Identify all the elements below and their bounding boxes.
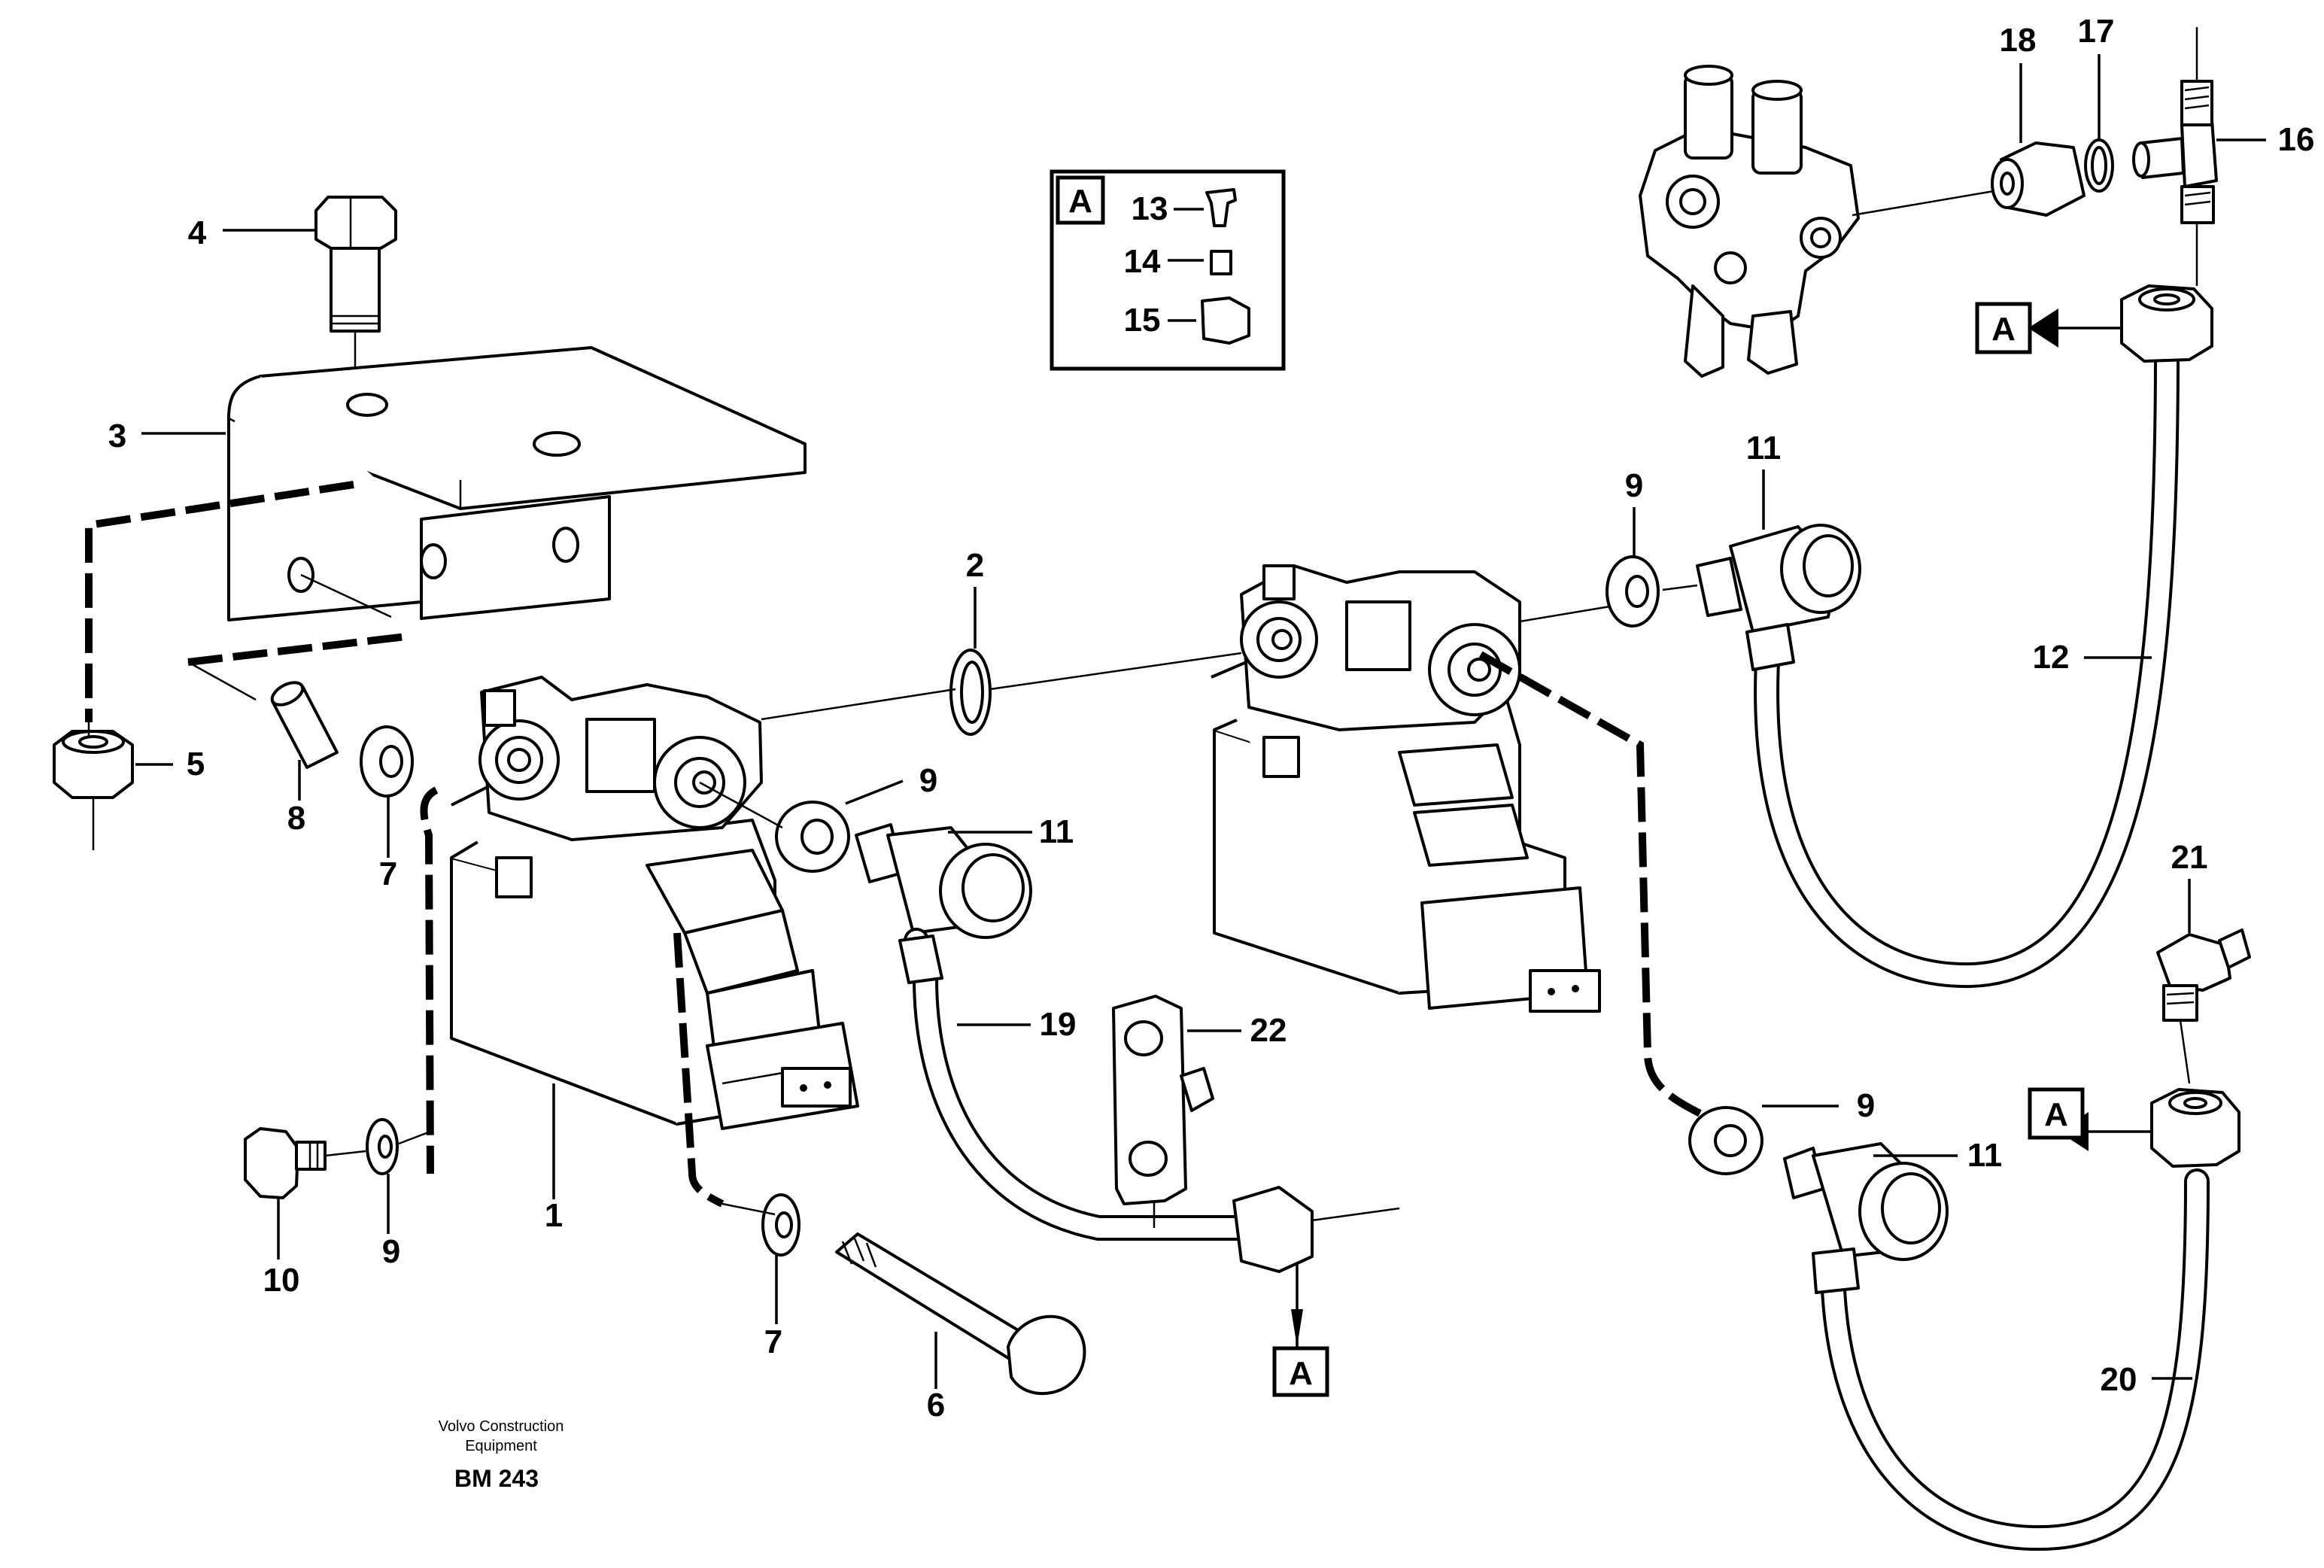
diagram-code: BM 243 bbox=[454, 1465, 539, 1492]
hose-12: 12 A bbox=[1745, 284, 2213, 989]
label-7-lower: 7 bbox=[764, 1323, 782, 1360]
label-4: 4 bbox=[188, 214, 207, 251]
nut-15 bbox=[1201, 296, 1250, 345]
label-2: 2 bbox=[966, 547, 984, 584]
detail-marker-box-hose19 bbox=[1272, 1346, 1329, 1397]
washer-9-left-valve: 9 bbox=[699, 762, 937, 873]
washer-9-lower-right: 9 bbox=[1688, 1087, 1875, 1175]
label-18: 18 bbox=[2000, 22, 2037, 59]
label-11-b: 11 bbox=[1746, 430, 1782, 466]
label-22: 22 bbox=[1250, 1012, 1287, 1049]
washer-7-upper: 7 bbox=[360, 725, 414, 892]
label-1: 1 bbox=[545, 1197, 563, 1234]
inset-detail-a: A 13 14 15 bbox=[1050, 169, 1286, 371]
detail-marker-label: A bbox=[1068, 183, 1092, 220]
label-9-b: 9 bbox=[919, 762, 937, 799]
sleeve-14 bbox=[1210, 250, 1232, 275]
spacer-8: 8 bbox=[270, 681, 339, 837]
tee-fitting-16: 16 bbox=[2132, 27, 2315, 286]
washer-7-lower: 7 bbox=[722, 1193, 800, 1360]
label-16: 16 bbox=[2278, 121, 2315, 158]
label-9-c: 9 bbox=[1625, 467, 1643, 504]
washer-9-upper-right: 9 bbox=[1606, 467, 1698, 628]
o-ring-17: 17 bbox=[2078, 13, 2115, 193]
clamp-22: 22 bbox=[1112, 995, 1287, 1228]
label-19: 19 bbox=[1040, 1006, 1077, 1043]
bolt-10: 10 bbox=[244, 1127, 366, 1299]
bracket-3: 3 bbox=[85, 346, 807, 722]
label-12: 12 bbox=[2033, 639, 2070, 676]
label-7-upper: 7 bbox=[379, 855, 397, 892]
label-9-a: 9 bbox=[382, 1233, 400, 1270]
label-15: 15 bbox=[1124, 302, 1161, 339]
solenoid-valve-right bbox=[1211, 564, 1703, 1117]
bolt-6: 6 bbox=[835, 1232, 1086, 1424]
detail-marker-hose12: A bbox=[1991, 311, 2016, 348]
label-17: 17 bbox=[2078, 13, 2115, 50]
banjo-fitting-11-left: 11 bbox=[855, 813, 1074, 939]
detail-marker-box-hose12 bbox=[1975, 302, 2032, 354]
banjo-fitting-11-upper: 11 bbox=[1696, 430, 1861, 634]
brake-valve-assembly bbox=[1639, 65, 1994, 378]
detail-marker-hose20: A bbox=[2044, 1096, 2068, 1133]
adapter-18: 18 bbox=[1991, 22, 2086, 217]
footer-line-2: Equipment bbox=[465, 1438, 537, 1454]
sleeve-13 bbox=[1205, 188, 1237, 227]
bolt-4: 4 bbox=[188, 196, 397, 399]
nut-5: 5 bbox=[53, 722, 205, 850]
label-10: 10 bbox=[263, 1262, 300, 1299]
label-11-c: 11 bbox=[1967, 1137, 2003, 1174]
detail-marker-hose19: A bbox=[1289, 1355, 1313, 1392]
washer-9-lower-left: 9 bbox=[366, 1118, 431, 1270]
detail-marker-box-hose20 bbox=[2028, 1087, 2085, 1140]
seal-ring-2: 2 bbox=[761, 547, 1242, 736]
label-11-a: 11 bbox=[1039, 813, 1074, 850]
label-21: 21 bbox=[2171, 839, 2208, 876]
label-20: 20 bbox=[2101, 1361, 2137, 1398]
label-13: 13 bbox=[1132, 190, 1168, 227]
solenoid-valve-1: 1 bbox=[420, 676, 859, 1234]
label-14: 14 bbox=[1124, 243, 1161, 280]
elbow-fitting-21: 21 bbox=[2156, 839, 2251, 1084]
label-6: 6 bbox=[927, 1387, 945, 1424]
banjo-fitting-11-lower: 11 bbox=[1783, 1137, 2003, 1261]
footer-line-1: Volvo Construction bbox=[439, 1418, 564, 1435]
footer-caption: Volvo Construction Equipment BM 243 bbox=[439, 1418, 564, 1492]
label-9-d: 9 bbox=[1857, 1087, 1875, 1124]
label-3: 3 bbox=[108, 418, 126, 454]
hose-20: 20 A bbox=[1812, 1087, 2240, 1551]
label-5: 5 bbox=[187, 746, 205, 782]
hose-19: 19 A bbox=[898, 928, 1400, 1397]
label-8: 8 bbox=[287, 800, 305, 837]
detail-marker-box bbox=[1056, 175, 1105, 225]
